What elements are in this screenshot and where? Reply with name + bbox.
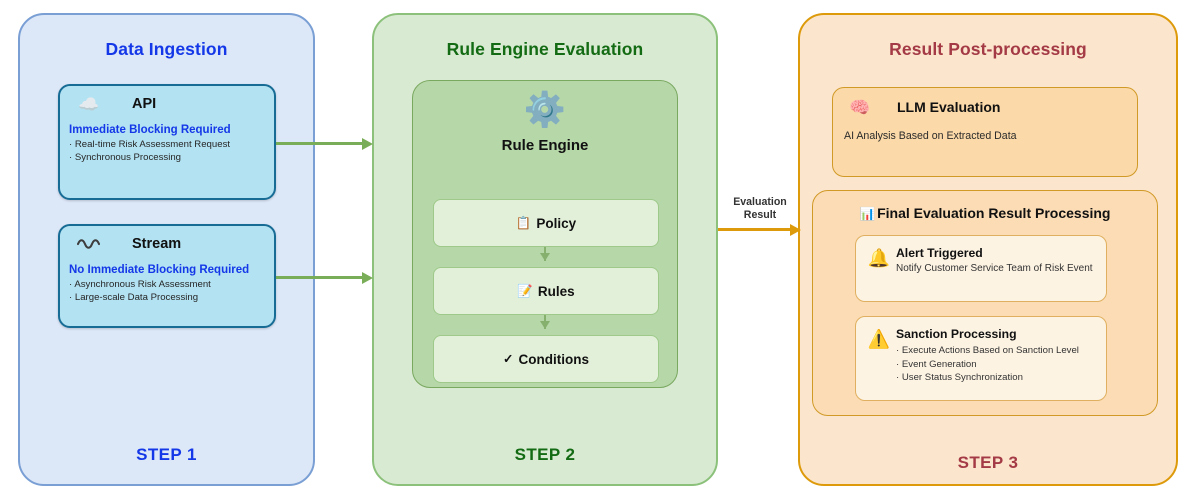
card-sanction-processing-title: Sanction Processing [896,327,1017,341]
arrow-head-icon [362,271,373,284]
source-card-stream[interactable]: Stream No Immediate Blocking Required As… [58,224,276,328]
bar-chart-icon: 📊 [859,207,876,221]
rule-step-conditions[interactable]: ✓ Conditions [433,335,659,383]
source-card-api[interactable]: ☁️ API Immediate Blocking Required Real-… [58,84,276,200]
source-card-stream-subtitle: No Immediate Blocking Required [69,264,250,276]
rule-engine-container: ⚙️ Rule Engine 📋 Policy 📝 Rules ✓ Condit… [412,80,678,388]
panel-title-data-ingestion: Data Ingestion [105,39,228,59]
card-alert-triggered-description: Notify Customer Service Team of Risk Eve… [896,263,1093,274]
list-item: Real-time Risk Assessment Request [69,138,274,151]
rule-step-policy[interactable]: 📋 Policy [433,199,659,247]
down-arrow-icon [540,253,550,261]
card-alert-triggered-title: Alert Triggered [896,246,983,260]
list-item: Large-scale Data Processing [69,291,274,304]
connector-line [718,228,792,231]
panel-step-label-1: STEP 1 [136,445,197,464]
wave-icon [72,238,106,250]
source-card-api-title: API [132,96,157,112]
panel-step-label-3: STEP 3 [957,453,1019,472]
source-card-api-subtitle: Immediate Blocking Required [69,124,231,136]
list-item: Synchronous Processing [69,151,274,164]
connector-line [276,276,364,279]
card-sanction-processing[interactable]: ⚠️ Sanction Processing Execute Actions B… [855,316,1107,401]
down-arrow-icon [540,321,550,329]
list-item: Execute Actions Based on Sanction Level [896,344,1098,358]
card-sanction-processing-bullets: Execute Actions Based on Sanction Level … [896,344,1098,385]
card-llm-evaluation-title: LLM Evaluation [897,99,1001,115]
cloud-icon: ☁️ [78,94,100,114]
check-icon: ✓ [503,351,514,366]
panel-title-result-post-processing: Result Post-processing [889,39,1087,59]
rule-step-conditions-label: Conditions [518,351,589,367]
card-alert-triggered-body: Alert Triggered Notify Customer Service … [896,245,1098,274]
list-item: Event Generation [896,358,1098,372]
clipboard-icon: 📋 [515,215,532,230]
card-final-title: Final Evaluation Result Processing [877,205,1111,221]
card-llm-evaluation-header: 🧠 LLM Evaluation [833,88,1137,126]
rule-engine-label: Rule Engine [501,137,589,154]
arrow-head-icon [790,223,801,236]
card-final-title-row: 📊Final Evaluation Result Processing [813,205,1157,222]
source-card-api-header: ☁️ API [60,86,274,122]
card-final-evaluation-result-processing: 📊Final Evaluation Result Processing 🔔 Al… [812,190,1158,416]
connector-line [276,142,364,145]
rule-step-rules[interactable]: 📝 Rules [433,267,659,315]
list-item: Asynchronous Risk Assessment [69,278,274,291]
connector-label-evaluation-result: Evaluation Result [733,196,787,221]
card-llm-evaluation-description: AI Analysis Based on Extracted Data [844,130,1017,142]
panel-step-label-2: STEP 2 [514,445,576,464]
source-card-stream-bullets: Asynchronous Risk Assessment Large-scale… [60,278,274,304]
card-alert-triggered[interactable]: 🔔 Alert Triggered Notify Customer Servic… [855,235,1107,302]
panel-title-rule-engine-evaluation: Rule Engine Evaluation [446,39,644,59]
source-card-api-bullets: Real-time Risk Assessment Request Synchr… [60,138,274,164]
source-card-stream-header: Stream [60,226,274,262]
warning-icon: ⚠️ [867,329,891,349]
card-llm-evaluation[interactable]: 🧠 LLM Evaluation AI Analysis Based on Ex… [832,87,1138,177]
arrow-head-icon [362,137,373,150]
brain-icon: 🧠 [849,97,871,117]
rule-step-rules-label: Rules [537,283,575,299]
list-item: User Status Synchronization [896,371,1098,385]
source-card-stream-title: Stream [132,236,182,252]
rule-step-policy-label: Policy [536,215,577,231]
card-sanction-processing-body: Sanction Processing Execute Actions Base… [896,326,1098,385]
bell-icon: 🔔 [867,248,891,268]
memo-icon: 📝 [517,283,533,298]
gear-icon: ⚙️ [523,91,567,129]
